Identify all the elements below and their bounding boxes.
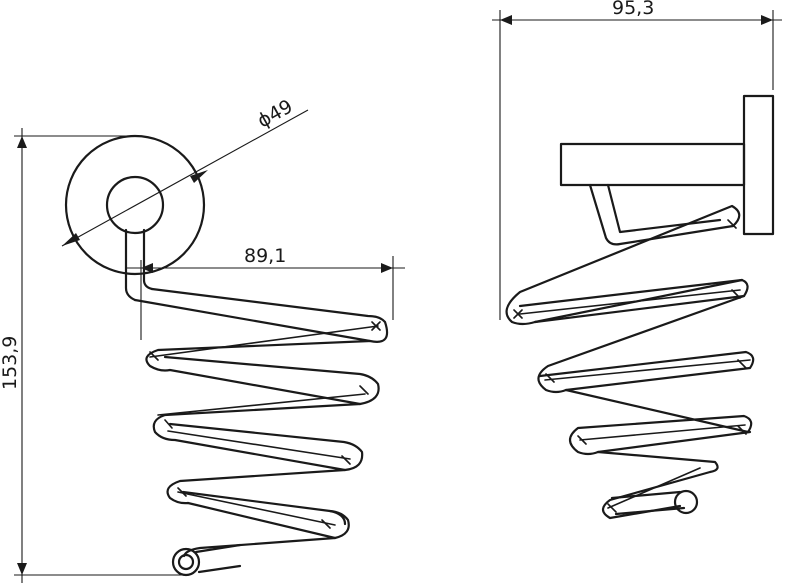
side-view	[505, 94, 775, 520]
height-label: 153,9	[0, 336, 21, 390]
support-arm	[559, 142, 746, 187]
front-spring-coils	[133, 287, 389, 558]
wall-plate	[742, 94, 775, 236]
rosette-inner-circle	[105, 175, 165, 235]
projection-dimension: 89,1	[126, 245, 405, 340]
diameter-label: ϕ49	[254, 95, 297, 132]
front-view	[64, 134, 389, 577]
hook-stem	[124, 228, 154, 302]
projection-label: 89,1	[244, 245, 286, 267]
end-ring-inner	[177, 553, 195, 571]
diameter-dimension: ϕ49	[61, 95, 309, 247]
end-knob	[673, 489, 699, 515]
rosette-outer-circle	[64, 134, 206, 276]
width-dimension: 95,3	[492, 0, 782, 320]
width-label: 95,3	[612, 0, 654, 19]
height-dimension: 153,9	[0, 128, 186, 583]
side-spring-coils	[505, 204, 755, 520]
